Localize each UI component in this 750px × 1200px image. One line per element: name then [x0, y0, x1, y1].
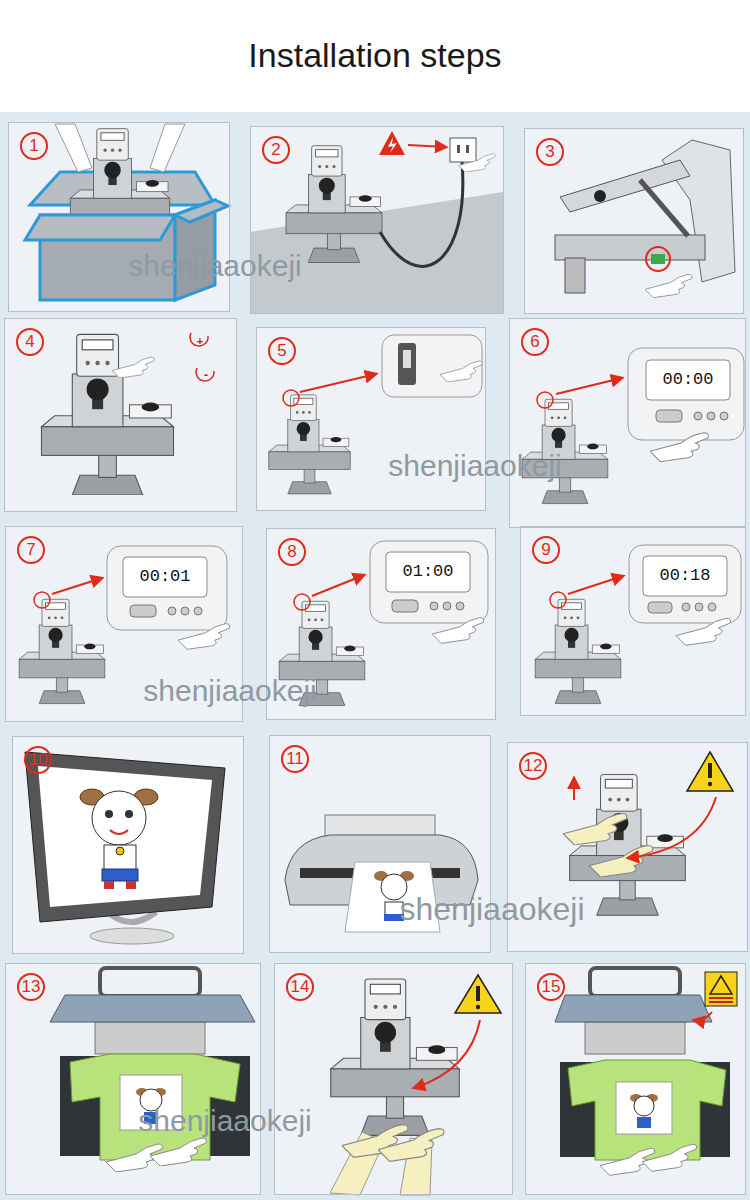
step-number: 15: [537, 973, 565, 1001]
step-panel: 14: [274, 963, 513, 1195]
increase-sign: +: [197, 335, 203, 347]
step-panel: 15: [525, 963, 746, 1195]
watermark-text: shenjiaaokeji: [388, 449, 561, 482]
step-number: 3: [536, 138, 564, 166]
step-panel: 5: [256, 327, 486, 511]
display-readout: 00:01: [139, 568, 190, 587]
display-readout: 01:00: [402, 563, 453, 582]
page-title: Installation steps: [0, 34, 750, 76]
step-number: 14: [286, 973, 314, 1001]
step-number: 10: [24, 746, 52, 774]
watermark-text: shenjiaaokeji: [138, 1104, 311, 1137]
step-number: 8: [278, 538, 306, 566]
step-panel: 10: [12, 736, 244, 954]
step-number: 13: [17, 973, 45, 1001]
step-panel: 4: [4, 318, 237, 512]
step-panel: 2: [250, 126, 504, 314]
display-readout: 00:00: [662, 371, 713, 390]
step-number: 9: [532, 536, 560, 564]
step-number: 5: [268, 337, 296, 365]
step-number: 1: [20, 132, 48, 160]
step-panel: 13: [5, 963, 261, 1195]
step-number: 11: [281, 745, 309, 773]
step-panel: 6: [509, 318, 746, 528]
step-number: 4: [16, 328, 44, 356]
step-number: 12: [519, 752, 547, 780]
watermark-text: shenjiaaokeji: [128, 249, 301, 282]
step-panel: 3: [524, 128, 744, 314]
step-number: 2: [262, 136, 290, 164]
step-number: 7: [17, 536, 45, 564]
watermark-text: shenjiaaokeji: [399, 892, 584, 927]
watermark-text: shenjiaaokeji: [143, 674, 316, 707]
display-readout: 00:18: [659, 567, 710, 586]
step-panel: 9: [520, 526, 746, 716]
step-panel: 1: [8, 122, 230, 312]
step-number: 6: [521, 328, 549, 356]
decrease-sign: -: [204, 369, 208, 382]
